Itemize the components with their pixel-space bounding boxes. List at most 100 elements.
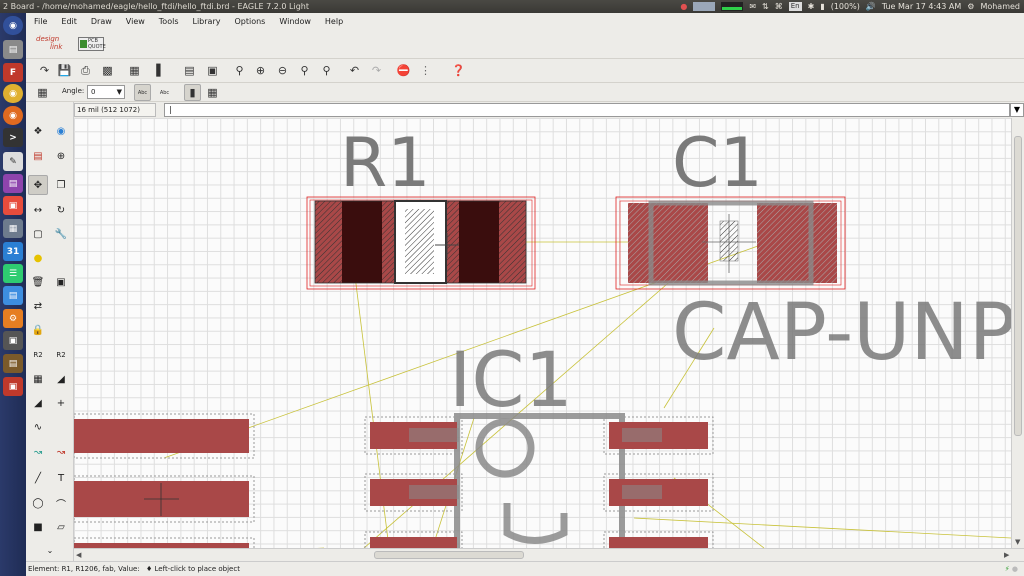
show-tool-icon[interactable]: ◉ <box>56 125 66 137</box>
grid-icon[interactable]: ▦ <box>37 86 48 99</box>
command-history-dropdown[interactable]: ▼ <box>1010 103 1024 117</box>
group-tool-icon[interactable]: ▢ <box>33 228 43 240</box>
display-tool-icon[interactable]: ▤ <box>33 150 43 162</box>
angle-select[interactable]: 0 ▼ <box>87 85 125 99</box>
files-icon[interactable]: ▤ <box>3 40 23 59</box>
menu-file[interactable]: File <box>34 16 48 26</box>
designlink-logo[interactable]: design link <box>36 35 62 51</box>
user-name[interactable]: Mohamed <box>980 2 1020 11</box>
save-icon[interactable]: 💾 <box>57 64 72 77</box>
notification-icon[interactable]: ● <box>680 2 688 11</box>
eagle-icon[interactable]: ▤ <box>3 354 23 373</box>
zoom-out-icon[interactable]: ⊖ <box>277 64 288 77</box>
polygon-tool-icon[interactable]: ▱ <box>57 521 65 533</box>
menu-edit[interactable]: Edit <box>61 16 77 26</box>
zoom-select-icon[interactable]: ⚲ <box>322 64 331 77</box>
wifi-icon[interactable]: ⌘ <box>774 2 783 11</box>
menu-library[interactable]: Library <box>192 16 221 26</box>
name-tool-icon[interactable]: R2 <box>33 351 43 359</box>
rect-tool-icon[interactable]: ■ <box>33 521 43 533</box>
stop-icon[interactable]: ⛔ <box>396 64 411 77</box>
menu-window[interactable]: Window <box>279 16 311 26</box>
move-tool-icon[interactable]: ✥ <box>28 175 48 195</box>
menu-tools[interactable]: Tools <box>158 16 179 26</box>
bluetooth-icon[interactable]: ✱ <box>807 2 815 11</box>
redo-icon[interactable]: ↷ <box>371 64 382 77</box>
chrome-icon[interactable]: ◉ <box>3 84 23 103</box>
split-tool-icon[interactable]: ◢ <box>34 397 42 409</box>
volume-icon[interactable]: 🔊 <box>865 2 876 11</box>
text-tool-icon[interactable]: T <box>57 472 65 484</box>
dash-icon[interactable]: ◉ <box>3 16 23 35</box>
part-ic1[interactable]: IC1 <box>364 335 714 548</box>
terminal-icon[interactable]: > <box>3 128 23 147</box>
part-r1[interactable]: R1 <box>306 124 536 290</box>
connector-pads[interactable] <box>74 413 255 548</box>
usage-icon[interactable]: ▦ <box>129 64 140 77</box>
part-c1[interactable]: C1 CAP-UNP <box>615 124 1011 378</box>
document-icon[interactable]: ▤ <box>3 286 23 305</box>
firefox-icon[interactable]: ◉ <box>3 106 23 125</box>
filezilla-icon[interactable]: F <box>3 63 23 82</box>
smash-tool-icon[interactable]: ▦ <box>33 373 43 385</box>
copy-tool-icon[interactable]: ❐ <box>56 179 66 191</box>
change-tool-icon[interactable]: 🔧 <box>54 228 68 240</box>
go-icon[interactable]: ⋮ <box>420 64 431 77</box>
zoom-fit-icon[interactable]: ⚲ <box>235 64 244 77</box>
layer-settings-icon[interactable]: ▌ <box>156 64 165 77</box>
delete-tool-icon[interactable]: 🗑 <box>31 276 45 288</box>
zoom-in-icon[interactable]: ⊕ <box>255 64 266 77</box>
undo-icon[interactable]: ↶ <box>349 64 360 77</box>
meander-tool-icon[interactable]: ∿ <box>33 421 43 433</box>
layout-left-icon[interactable]: ▮ <box>184 84 201 101</box>
ripup-tool-icon[interactable]: ↝ <box>56 446 66 458</box>
gear-icon[interactable]: ⚙ <box>967 2 975 11</box>
rotate-tool-icon[interactable]: ↻ <box>56 204 66 216</box>
cam-icon[interactable]: ▩ <box>102 64 113 77</box>
calculator-icon[interactable]: ▦ <box>3 219 23 238</box>
optimize-tool-icon[interactable]: + <box>56 397 66 409</box>
vertical-scroll-thumb[interactable] <box>1014 136 1022 436</box>
layout-grid-icon[interactable]: ▦ <box>207 86 218 99</box>
text-editor-icon[interactable]: ✎ <box>3 152 23 171</box>
battery-icon[interactable]: ▮ <box>820 2 825 11</box>
miter-tool-icon[interactable]: ◢ <box>57 373 65 385</box>
info-tool-icon[interactable]: ❖ <box>33 125 43 137</box>
text-ratio-button[interactable]: Abc <box>134 84 151 101</box>
scroll-down-icon[interactable]: ▼ <box>1015 538 1021 546</box>
menu-help[interactable]: Help <box>324 16 344 26</box>
value-tool-icon[interactable]: R2 <box>56 351 66 359</box>
wire-tool-icon[interactable]: ╱ <box>34 472 42 484</box>
text-mirror-button[interactable]: Abc <box>156 84 173 101</box>
window-icon[interactable]: ▣ <box>3 331 23 350</box>
ulp-icon[interactable]: ▣ <box>207 64 218 77</box>
lock-tool-icon[interactable]: 🔒 <box>31 324 45 336</box>
help-icon[interactable]: ❓ <box>451 64 466 77</box>
keyboard-layout[interactable]: En <box>788 2 802 11</box>
command-input[interactable]: | <box>164 103 1010 117</box>
more-tools-icon[interactable]: ⌄ <box>46 545 54 555</box>
arc-tool-icon[interactable]: ⌒ <box>56 499 66 511</box>
paste-tool-icon[interactable]: ● <box>33 252 43 264</box>
presentation-icon[interactable]: ▤ <box>3 174 23 193</box>
mail-icon[interactable]: ✉ <box>749 2 757 11</box>
horizontal-scrollbar[interactable]: ◀ ▶ <box>74 548 1024 561</box>
transfer-icon[interactable]: ⇅ <box>762 2 769 11</box>
mark-tool-icon[interactable]: ⊕ <box>56 150 66 162</box>
menu-draw[interactable]: Draw <box>90 16 112 26</box>
zoom-redraw-icon[interactable]: ⚲ <box>300 64 309 77</box>
route-tool-icon[interactable]: ↝ <box>33 446 43 458</box>
vertical-scrollbar[interactable]: ▼ <box>1011 118 1024 548</box>
mirror-tool-icon[interactable]: ↔ <box>33 204 43 216</box>
scroll-left-icon[interactable]: ◀ <box>76 551 82 559</box>
chat-icon[interactable]: ☰ <box>3 264 23 283</box>
menu-view[interactable]: View <box>125 16 145 26</box>
open-icon[interactable]: ↷ <box>39 64 50 77</box>
menu-options[interactable]: Options <box>234 16 266 26</box>
horizontal-scroll-thumb[interactable] <box>374 551 524 559</box>
clock[interactable]: Tue Mar 17 4:43 AM <box>881 2 962 11</box>
board-drawing[interactable]: R1 C1 <box>74 118 1011 548</box>
pcb-quote-button[interactable]: PCB QUOTE <box>78 37 106 51</box>
popcorn-icon[interactable]: ▣ <box>3 196 23 215</box>
calendar-icon[interactable]: 31 <box>3 242 23 261</box>
